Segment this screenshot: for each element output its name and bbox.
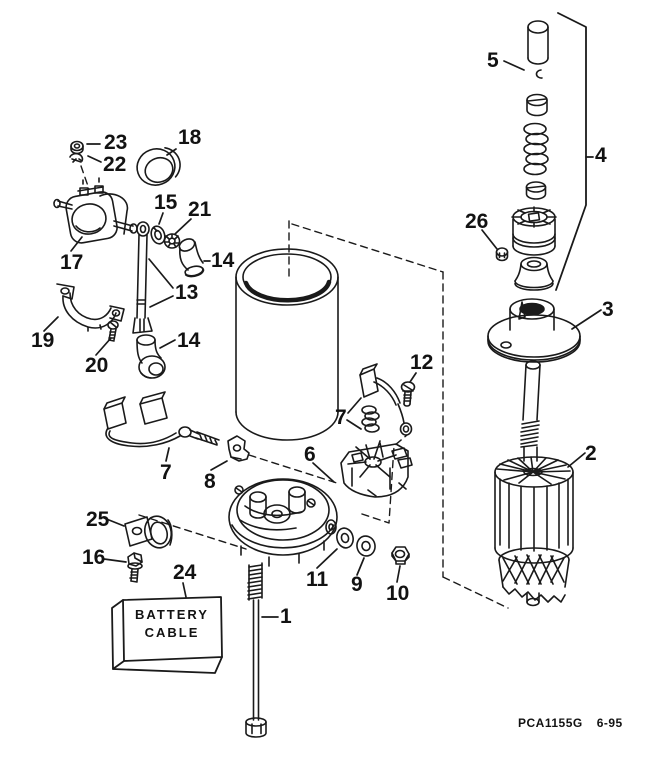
callout-19: 19 [31, 329, 55, 352]
callout-22: 22 [103, 153, 127, 176]
pinion-gear [511, 206, 557, 256]
callout-13: 13 [175, 281, 199, 304]
figure-code-number: PCA1155G [518, 716, 583, 730]
bolt-16 [127, 552, 143, 583]
battery-cable-line1: BATTERY [135, 607, 209, 622]
commutator-end-cap [228, 478, 338, 567]
solenoid-17 [53, 177, 138, 244]
callout-16: 16 [82, 546, 106, 569]
washer-9 [356, 535, 376, 557]
c-clip-5 [535, 69, 543, 79]
elbow-14-upper [178, 238, 205, 278]
callout-12: 12 [410, 351, 434, 374]
nut-23 [70, 140, 84, 155]
nut-10 [391, 546, 410, 565]
callout-14-upper: 14 [211, 249, 235, 272]
mounting-plate-3 [487, 298, 581, 363]
callout-17: 17 [60, 251, 84, 274]
callout-2: 2 [585, 442, 597, 465]
elbow-14-lower [136, 334, 166, 379]
callout-3: 3 [602, 298, 614, 321]
callout-23: 23 [104, 131, 128, 154]
callout-25: 25 [86, 508, 110, 531]
callout-4: 4 [595, 144, 607, 167]
brush-kit-left [103, 391, 220, 448]
strap-19 [56, 283, 125, 332]
drive-end-cap-part [527, 20, 549, 65]
washer-11 [336, 527, 354, 549]
callout-11: 11 [306, 568, 329, 591]
callout-7-left: 7 [160, 461, 172, 484]
callout-14-lower: 14 [177, 329, 201, 352]
thru-bolt-1 [245, 562, 267, 738]
brush-plate-6 [340, 440, 413, 498]
link-rod-13 [132, 221, 153, 334]
figure-code: PCA1155G 6-95 [518, 716, 623, 730]
motor-frame-cylinder [235, 248, 339, 441]
callout-21: 21 [188, 198, 212, 221]
tooth-washer-21 [163, 233, 181, 249]
callout-9: 9 [351, 573, 363, 596]
callout-5: 5 [487, 49, 499, 72]
battery-cable-box [111, 596, 223, 674]
callout-18: 18 [178, 126, 202, 149]
callout-20: 20 [85, 354, 109, 377]
nut-26 [495, 247, 509, 262]
callout-10: 10 [386, 582, 410, 605]
assembly-dashed-lines [80, 165, 509, 609]
lower-bushing [525, 181, 547, 200]
callout-26: 26 [465, 210, 489, 233]
callout-8: 8 [204, 470, 216, 493]
bracket-4 [555, 12, 594, 291]
callout-6: 6 [304, 443, 316, 466]
ring-18 [136, 146, 181, 186]
pinion-spacer [514, 256, 554, 291]
lock-washer-15 [150, 225, 166, 245]
battery-cable-label: BATTERY CABLE [123, 606, 221, 642]
spring [523, 122, 549, 176]
clip-22 [69, 152, 84, 163]
upper-bushing [526, 93, 548, 117]
figure-code-date: 6-95 [596, 716, 623, 730]
battery-cable-line2: CABLE [144, 625, 200, 640]
callout-1: 1 [280, 605, 292, 628]
clamp-25 [124, 515, 173, 549]
callout-15: 15 [154, 191, 178, 214]
armature-2 [494, 360, 574, 607]
callout-7-right: 7 [335, 406, 347, 429]
brush-kit-right [359, 363, 413, 436]
callout-24: 24 [173, 561, 197, 584]
leader-lines [43, 60, 602, 618]
screw-12 [400, 381, 416, 407]
screw-20 [107, 320, 119, 342]
bracket-8 [227, 435, 250, 462]
